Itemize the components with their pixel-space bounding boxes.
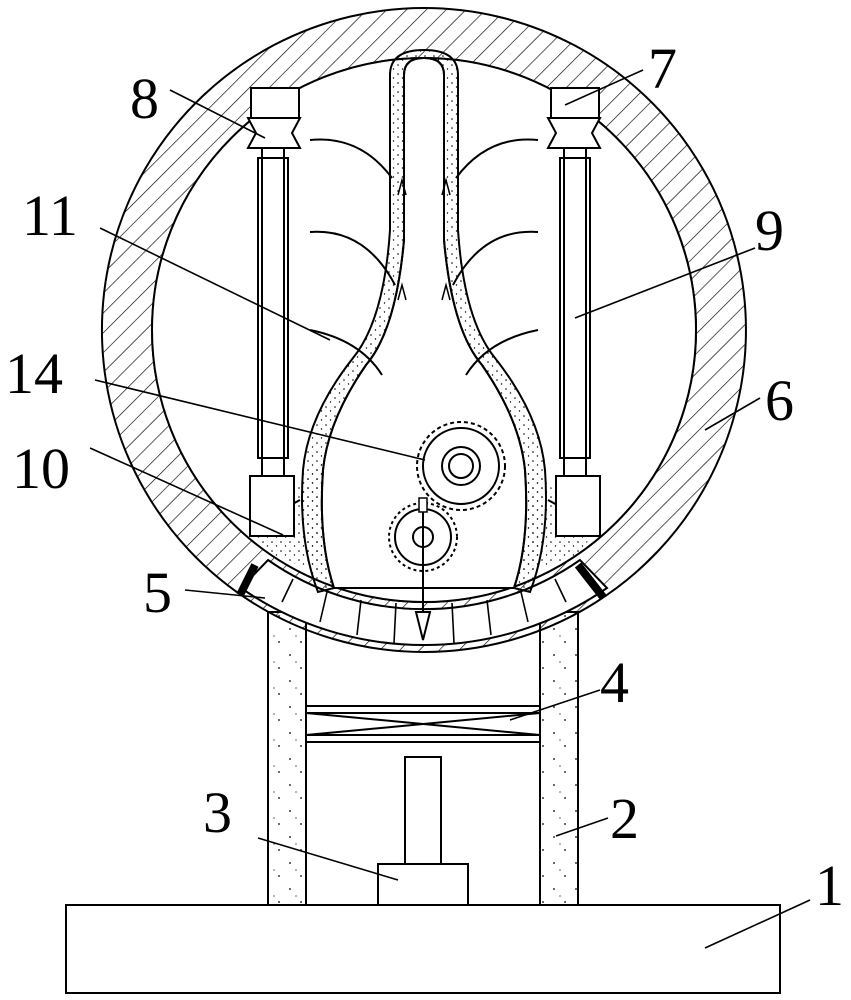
label-10: 10 [12, 436, 70, 501]
right-bracket-assembly [546, 87, 602, 537]
label-4: 4 [600, 650, 629, 715]
label-2: 2 [610, 786, 639, 851]
bottom-ring [236, 558, 609, 646]
crossbar [305, 705, 541, 743]
label-11: 11 [22, 183, 78, 248]
base-plate [65, 904, 781, 994]
label-1: 1 [815, 853, 844, 918]
labels: 1 2 3 4 5 6 7 8 9 10 11 14 [5, 36, 844, 918]
support-frame [267, 611, 579, 906]
gear-small [388, 497, 458, 641]
label-6: 6 [765, 368, 794, 433]
label-5: 5 [143, 560, 172, 625]
gear-large [416, 421, 506, 511]
label-7: 7 [648, 36, 677, 101]
motor [377, 756, 469, 906]
leader-lines [89, 69, 811, 949]
label-3: 3 [203, 780, 232, 845]
label-8: 8 [130, 66, 159, 131]
label-9: 9 [755, 198, 784, 263]
label-14: 14 [5, 341, 63, 406]
blades [309, 138, 539, 376]
